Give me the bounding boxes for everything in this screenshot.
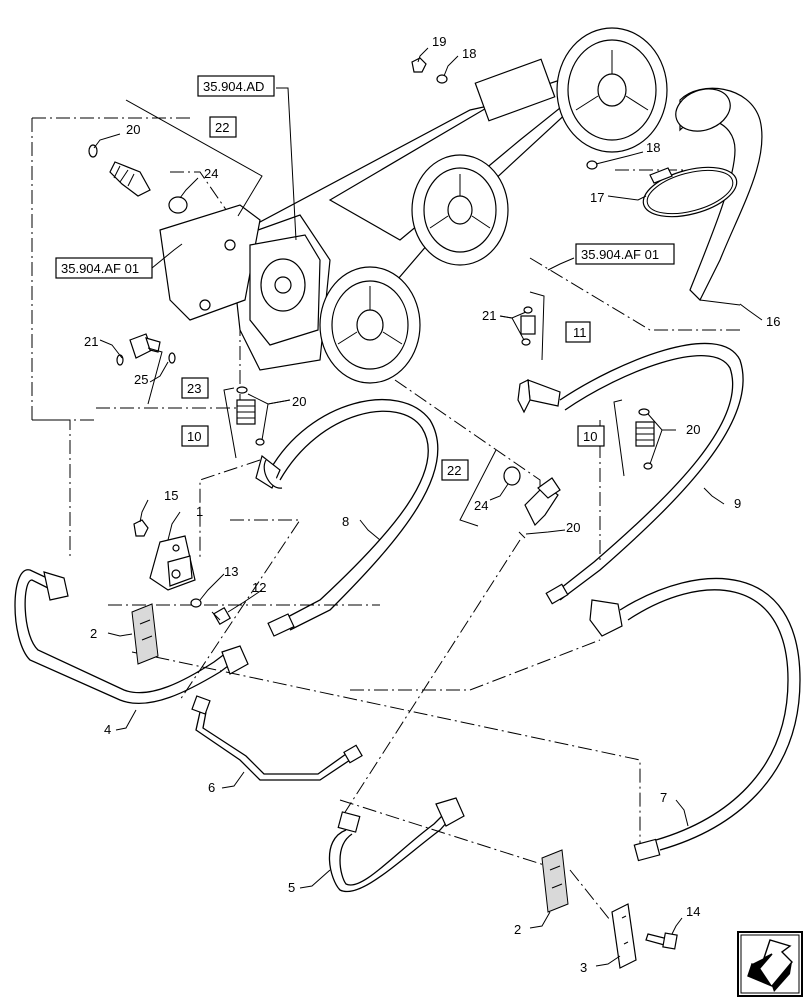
box-11: 11 [565, 321, 591, 343]
box-10-right: 10 [577, 425, 605, 447]
part-2-clamp-lower [541, 849, 569, 913]
part-11-fitting [520, 306, 536, 346]
part-18-washer-top [436, 74, 448, 84]
hydraulic-motor [249, 234, 321, 346]
box-10-left: 10 [181, 425, 209, 447]
part-5-tube [328, 797, 465, 893]
part-12-bolt [211, 606, 232, 626]
svg-text:11: 11 [573, 325, 587, 340]
next-page-arrow-icon[interactable] [737, 931, 803, 997]
callout-2-upper: 2 [90, 626, 97, 641]
callout-20-left: 20 [292, 394, 306, 409]
part-7-hose [589, 577, 801, 862]
callout-3: 3 [580, 960, 587, 975]
box-22-top: 22 [209, 116, 237, 138]
part-14-bolt [645, 932, 678, 950]
box-23: 23 [181, 377, 209, 399]
callout-numbers: 19 18 18 17 16 20 24 21 25 20 21 20 24 2… [84, 34, 780, 975]
box-22-center: 22 [441, 459, 469, 481]
part-18-washer-right [586, 160, 673, 184]
part-24-snap-ring-top [168, 196, 188, 214]
part-10-adapter-right [635, 408, 655, 470]
part-13-washer [190, 598, 202, 608]
callout-15: 15 [164, 488, 178, 503]
callout-17: 17 [590, 190, 604, 205]
part-1-bracket [149, 535, 196, 591]
part-elbow-left [116, 333, 176, 366]
svg-text:10: 10 [187, 429, 201, 444]
boxed-items: 22 23 10 11 10 22 [181, 116, 605, 481]
callout-19: 19 [432, 34, 446, 49]
callout-5: 5 [288, 880, 295, 895]
part-8-hose [255, 398, 439, 637]
part-16-tube [675, 87, 763, 306]
gauge-wheel-mid [411, 154, 509, 266]
part-10-adapter-left [236, 386, 265, 446]
callout-2-lower: 2 [514, 922, 521, 937]
group-brackets [125, 99, 625, 527]
callout-6: 6 [208, 780, 215, 795]
callout-14: 14 [686, 904, 700, 919]
callout-20-top: 20 [126, 122, 140, 137]
svg-text:35.904.AF 01: 35.904.AF 01 [581, 247, 659, 262]
callout-21-right: 21 [482, 308, 496, 323]
callout-18-top: 18 [462, 46, 476, 61]
reference-boxes: 35.904.AD 35.904.AF 01 35.904.AF 01 [55, 75, 675, 279]
part-9-hose [517, 342, 744, 605]
callout-25: 25 [134, 372, 148, 387]
part-adapter-top-left [109, 161, 151, 197]
part-15-nut [133, 519, 149, 537]
callout-18-right: 18 [646, 140, 660, 155]
callout-1: 1 [196, 504, 203, 519]
svg-text:35.904.AD: 35.904.AD [203, 79, 264, 94]
svg-text:10: 10 [583, 429, 597, 444]
callout-24-center: 24 [474, 498, 488, 513]
callout-20-right: 20 [686, 422, 700, 437]
svg-text:22: 22 [447, 463, 461, 478]
part-6-tube [191, 695, 363, 781]
svg-text:35.904.AF 01: 35.904.AF 01 [61, 261, 139, 276]
part-elbow-center [518, 477, 561, 539]
callout-4: 4 [104, 722, 111, 737]
callout-12: 12 [252, 580, 266, 595]
part-4-tube [14, 569, 249, 705]
part-3-plate [611, 903, 637, 969]
leader-lines [93, 47, 763, 967]
callout-13: 13 [224, 564, 238, 579]
ref-35-904-af-left: 35.904.AF 01 [55, 257, 153, 279]
part-2-clamp-upper [131, 603, 159, 665]
callout-16: 16 [766, 314, 780, 329]
svg-text:23: 23 [187, 381, 201, 396]
callout-8: 8 [342, 514, 349, 529]
gauge-wheel-rear [556, 27, 668, 153]
part-24-snap-ring-center [503, 466, 521, 486]
ref-35-904-af-right: 35.904.AF 01 [575, 243, 675, 265]
gauge-wheel-front [319, 266, 421, 384]
callout-21-left: 21 [84, 334, 98, 349]
callout-9: 9 [734, 496, 741, 511]
ref-35-904-ad: 35.904.AD [197, 75, 275, 97]
callout-20-center: 20 [566, 520, 580, 535]
part-17-o-ring [642, 166, 738, 218]
callout-24-top: 24 [204, 166, 218, 181]
callout-7: 7 [660, 790, 667, 805]
part-20-o-ring-top [88, 144, 98, 158]
svg-text:22: 22 [215, 120, 229, 135]
